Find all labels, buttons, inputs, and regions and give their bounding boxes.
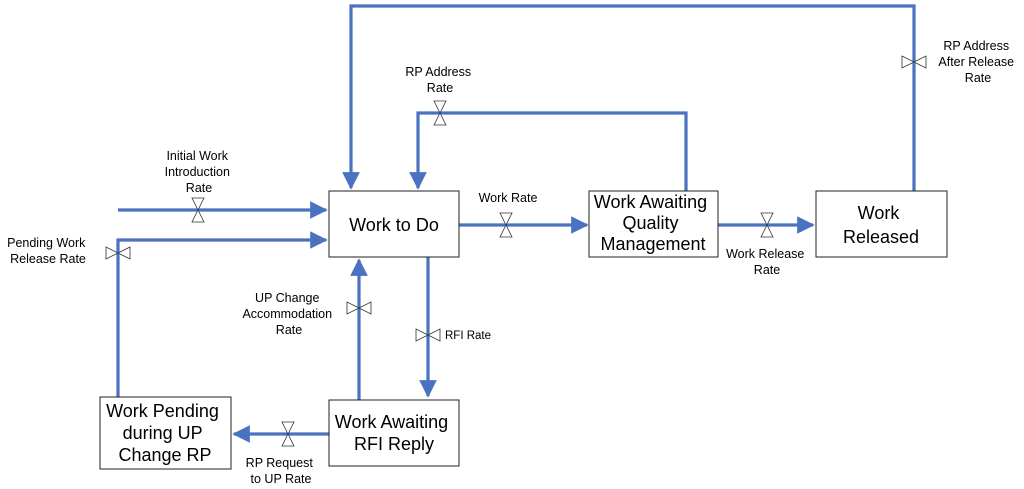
rate-label-line: Introduction bbox=[165, 165, 230, 179]
rate-label-line: Release Rate bbox=[10, 252, 86, 266]
rate-label-line: RP Address bbox=[943, 39, 1009, 53]
stock-work-pending-during-up-change-rp[interactable]: Work Pending during UP Change RP bbox=[99, 396, 232, 470]
valve-rp-address bbox=[433, 100, 447, 126]
svg-text:Work Released: Work Released bbox=[843, 203, 919, 247]
rate-label-rfi-rate: RFI Rate bbox=[445, 330, 491, 342]
svg-text:RP Request to UP Rate: RP Request to UP Rate bbox=[246, 456, 317, 486]
svg-text:Work Pending during UP: Work Pending during UP Change RP bbox=[106, 401, 224, 465]
rate-label-work-release-rate: Work Release Rate bbox=[726, 247, 808, 277]
valve-rp-address-after-release bbox=[901, 55, 927, 69]
rate-label-line: Pending Work bbox=[7, 236, 86, 250]
rate-label-initial-work-introduction: Initial Work Introduction Rate bbox=[165, 149, 234, 195]
flow-pending-work-release bbox=[116, 231, 328, 397]
rate-label-line: Work Release bbox=[726, 247, 804, 261]
stock-label-line: Work to Do bbox=[349, 215, 439, 235]
stock-work-released[interactable]: Work Released bbox=[815, 190, 948, 258]
stock-label-line: during UP bbox=[123, 423, 203, 443]
svg-text:RFI Rate: RFI Rate bbox=[445, 330, 491, 342]
rate-label-line: Initial Work bbox=[166, 149, 228, 163]
rate-label-rp-address: RP Address Rate bbox=[405, 65, 474, 95]
rate-label-line: Accommodation bbox=[242, 307, 332, 321]
svg-text:Initial Work Introductio: Initial Work Introduction Rate bbox=[165, 149, 234, 195]
svg-text:UP Change Accommodation: UP Change Accommodation Rate bbox=[242, 291, 335, 337]
valve-work-release bbox=[760, 212, 774, 238]
rate-label-line: RP Address bbox=[405, 65, 471, 79]
flow-lines bbox=[116, 4, 916, 443]
rate-label-rp-address-after-release: RP Address After Release Rate bbox=[938, 39, 1017, 85]
stock-work-to-do[interactable]: Work to Do bbox=[328, 190, 460, 258]
rate-label-line: Rate bbox=[276, 323, 302, 337]
stock-label-line: Work Awaiting bbox=[594, 192, 707, 212]
svg-text:Work Release Rate: Work Release Rate bbox=[726, 247, 808, 277]
rate-label-line: After Release bbox=[938, 55, 1014, 69]
rate-label-work-rate: Work Rate bbox=[479, 191, 538, 205]
stock-label-line: Released bbox=[843, 227, 919, 247]
rate-label-pending-work-release: Pending Work Release Rate bbox=[7, 236, 89, 266]
valve-up-change bbox=[346, 301, 372, 315]
stock-label-line: Management bbox=[600, 234, 705, 254]
rate-label-line: Rate bbox=[186, 181, 212, 195]
valve-rp-request bbox=[281, 421, 295, 447]
stock-label-line: Work Awaiting bbox=[335, 412, 448, 432]
valve-rfi-rate bbox=[415, 328, 441, 342]
svg-text:Work to Do: Work to Do bbox=[349, 215, 439, 235]
svg-text:RP Address Rate: RP Address Rate bbox=[405, 65, 474, 95]
rate-label-rp-request-to-up: RP Request to UP Rate bbox=[246, 456, 317, 486]
rate-label-line: Work Rate bbox=[479, 191, 538, 205]
svg-text:RP Address After Release: RP Address After Release Rate bbox=[938, 39, 1017, 85]
svg-text:Work Awaiting Quality: Work Awaiting Quality Management bbox=[594, 192, 712, 254]
stock-label-line: RFI Reply bbox=[354, 434, 434, 454]
rate-label-line: Rate bbox=[427, 81, 453, 95]
rate-label-line: RFI Rate bbox=[445, 330, 491, 342]
rate-label-line: Rate bbox=[754, 263, 780, 277]
svg-text:Pending Work Release Rat: Pending Work Release Rate bbox=[7, 236, 89, 266]
valve-initial-work bbox=[191, 197, 205, 223]
valve-work-rate bbox=[499, 212, 513, 238]
rate-label-line: RP Request bbox=[246, 456, 314, 470]
rate-label-up-change-accommodation: UP Change Accommodation Rate bbox=[242, 291, 335, 337]
svg-text:Work Rate: Work Rate bbox=[479, 191, 538, 205]
stock-label-line: Work Pending bbox=[106, 401, 219, 421]
stock-work-awaiting-rfi-reply[interactable]: Work Awaiting RFI Reply bbox=[328, 399, 460, 467]
rate-label-line: Rate bbox=[965, 71, 991, 85]
flow-rp-address-after-release bbox=[342, 4, 916, 191]
stock-label-line: Work bbox=[858, 203, 901, 223]
svg-text:Work Awaiting RFI Reply: Work Awaiting RFI Reply bbox=[335, 412, 453, 454]
valve-pending-work bbox=[105, 246, 131, 260]
rate-label-line: UP Change bbox=[255, 291, 319, 305]
flow-rp-address bbox=[409, 111, 688, 191]
valves bbox=[105, 55, 927, 447]
rate-label-line: to UP Rate bbox=[251, 472, 312, 486]
stock-label-line: Quality bbox=[622, 213, 678, 233]
stock-label-line: Change RP bbox=[118, 445, 211, 465]
stock-work-awaiting-quality-management[interactable]: Work Awaiting Quality Management bbox=[588, 190, 719, 258]
